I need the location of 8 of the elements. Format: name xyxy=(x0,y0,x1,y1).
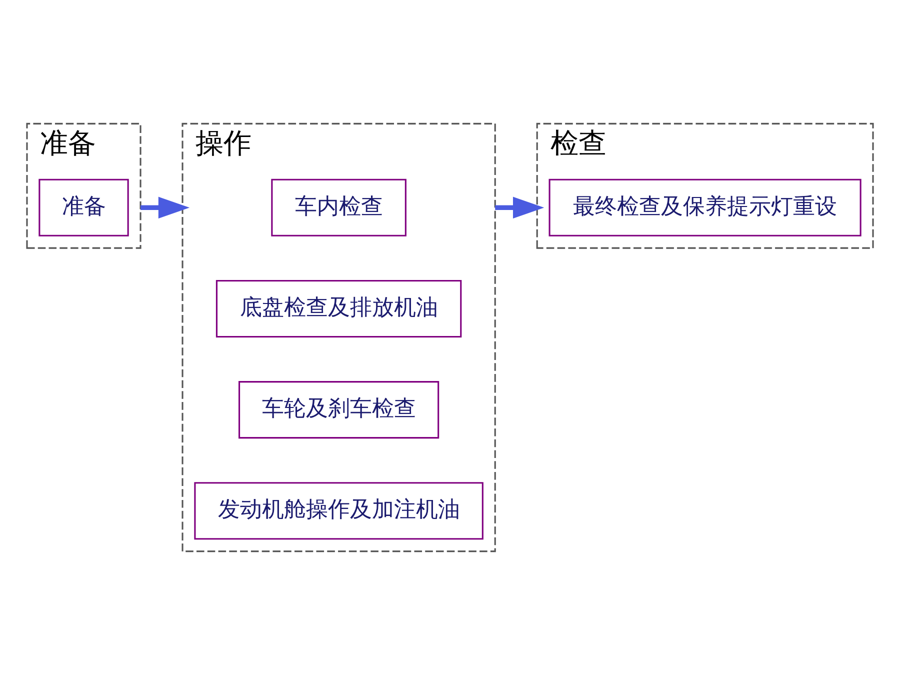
node-box: 车内检查 xyxy=(271,178,406,236)
arrow xyxy=(140,196,190,219)
node-box: 发动机舱操作及加注机油 xyxy=(194,482,484,540)
node-box: 最终检查及保养提示灯重设 xyxy=(548,178,862,236)
node-box: 车轮及刹车检查 xyxy=(238,381,440,439)
node-box: 准备 xyxy=(38,178,129,236)
arrow xyxy=(495,196,544,219)
node-box: 底盘检查及排放机油 xyxy=(216,280,462,338)
